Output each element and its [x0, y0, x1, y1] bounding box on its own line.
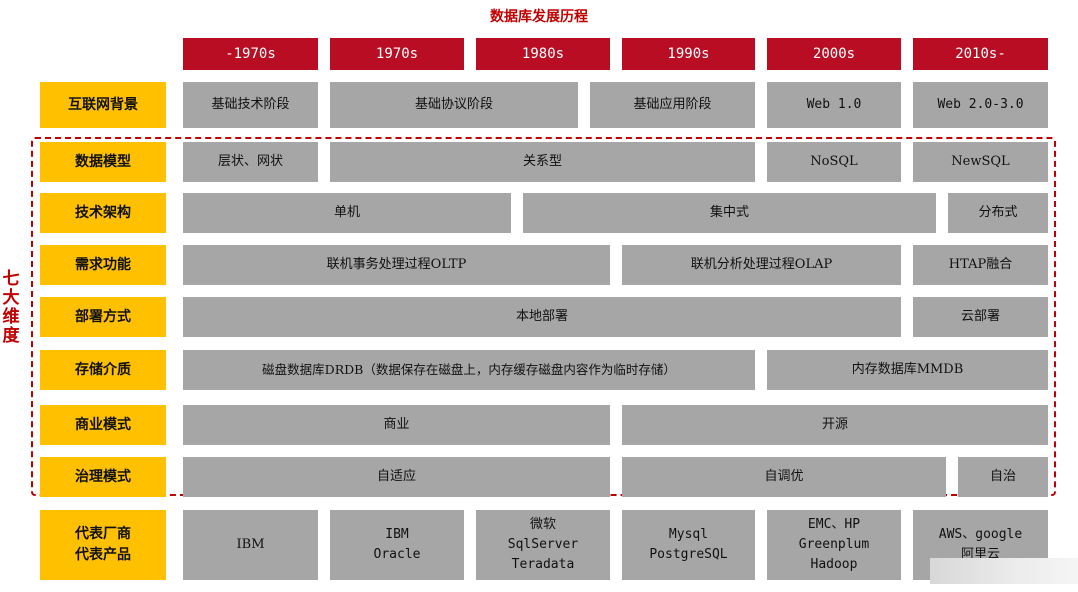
cell-internet: 基础应用阶段: [590, 82, 755, 128]
diagram-title: 数据库发展历程: [490, 9, 588, 25]
row-label-vendors: 代表厂商 代表产品: [40, 510, 166, 580]
cell-vendors: EMC、HP Greenplum Hadoop: [767, 510, 901, 580]
cell-internet: Web 1.0: [767, 82, 901, 128]
cell-deployment: 云部署: [913, 297, 1048, 337]
cell-vendors: Mysql PostgreSQL: [622, 510, 755, 580]
cell-internet: Web 2.0-3.0: [913, 82, 1048, 128]
cell-vendors: IBM: [183, 510, 318, 580]
era-header: 2000s: [767, 38, 901, 70]
cell-storage: 磁盘数据库DRDB（数据保存在磁盘上，内存缓存磁盘内容作为临时存储）: [183, 350, 755, 390]
row-label-deployment: 部署方式: [40, 297, 166, 337]
row-label-governance: 治理模式: [40, 457, 166, 497]
row-label-storage: 存储介质: [40, 350, 166, 390]
cell-demand: 联机分析处理过程OLAP: [622, 245, 901, 285]
cell-deployment: 本地部署: [183, 297, 901, 337]
cell-internet: 基础技术阶段: [183, 82, 318, 128]
row-label-data-model: 数据模型: [40, 142, 166, 182]
cell-demand: 联机事务处理过程OLTP: [183, 245, 610, 285]
cell-governance: 自适应: [183, 457, 610, 497]
cell-vendors: IBM Oracle: [330, 510, 464, 580]
cell-business: 开源: [622, 405, 1048, 445]
cell-architecture: 单机: [183, 193, 511, 233]
row-label-demand: 需求功能: [40, 245, 166, 285]
era-header: 2010s-: [913, 38, 1048, 70]
cell-business: 商业: [183, 405, 610, 445]
cell-data-model: 层状、网状: [183, 142, 318, 182]
row-label-business: 商业模式: [40, 405, 166, 445]
cell-internet: 基础协议阶段: [330, 82, 578, 128]
cell-data-model: 关系型: [330, 142, 755, 182]
era-header: 1980s: [476, 38, 610, 70]
cell-data-model: NewSQL: [913, 142, 1048, 182]
cell-vendors: 微软 SqlServer Teradata: [476, 510, 610, 580]
era-header: 1990s: [622, 38, 755, 70]
cell-storage: 内存数据库MMDB: [767, 350, 1048, 390]
row-label-internet: 互联网背景: [40, 82, 166, 128]
cell-governance: 自治: [958, 457, 1048, 497]
cell-governance: 自调优: [622, 457, 946, 497]
era-header: 1970s: [330, 38, 464, 70]
cell-demand: HTAP融合: [913, 245, 1048, 285]
cell-data-model: NoSQL: [767, 142, 901, 182]
era-header: -1970s: [183, 38, 318, 70]
corner-fade-overlay: [930, 558, 1078, 584]
cell-architecture: 分布式: [948, 193, 1048, 233]
seven-dimensions-label: 七 大 维 度: [2, 269, 20, 346]
cell-architecture: 集中式: [523, 193, 936, 233]
row-label-architecture: 技术架构: [40, 193, 166, 233]
